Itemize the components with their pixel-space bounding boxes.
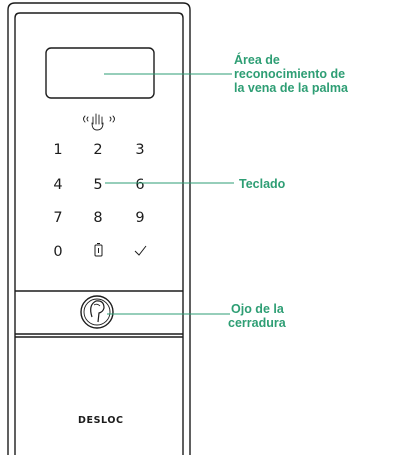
key-9: 9 bbox=[135, 210, 144, 226]
lock-band bbox=[15, 290, 183, 335]
key-6: 6 bbox=[135, 177, 144, 193]
callout-lines bbox=[104, 73, 234, 315]
callout-palm-line-1: Área de bbox=[234, 52, 280, 67]
key-7: 7 bbox=[53, 210, 62, 226]
key-1: 1 bbox=[53, 142, 62, 158]
key-8: 8 bbox=[93, 210, 102, 226]
callout-keypad: Teclado bbox=[239, 177, 286, 191]
battery-icon bbox=[94, 243, 103, 257]
callout-lock-line-1: Ojo de la bbox=[231, 302, 285, 316]
lock-frame bbox=[7, 2, 191, 455]
keyhole-icon bbox=[80, 295, 114, 329]
key-3: 3 bbox=[135, 142, 144, 158]
brand-logo: DESLOC bbox=[78, 415, 124, 426]
key-0: 0 bbox=[53, 244, 62, 260]
keypad: 1 2 3 4 5 6 7 8 9 0 bbox=[53, 142, 144, 260]
callout-palm-line-3: la vena de la palma bbox=[234, 81, 349, 95]
palm-scanner-window bbox=[45, 47, 155, 99]
key-2: 2 bbox=[93, 142, 102, 158]
callout-lock-line-2: cerradura bbox=[228, 316, 287, 330]
callout-lock-eye: Ojo de la cerradura bbox=[228, 302, 287, 330]
callout-palm-line-2: reconocimiento de bbox=[234, 67, 345, 81]
hand-wave-icon bbox=[83, 113, 115, 131]
key-5: 5 bbox=[93, 177, 102, 193]
key-4: 4 bbox=[53, 177, 62, 193]
callout-palm-area: Área de reconocimiento de la vena de la … bbox=[234, 52, 349, 95]
checkmark-icon bbox=[134, 245, 147, 256]
